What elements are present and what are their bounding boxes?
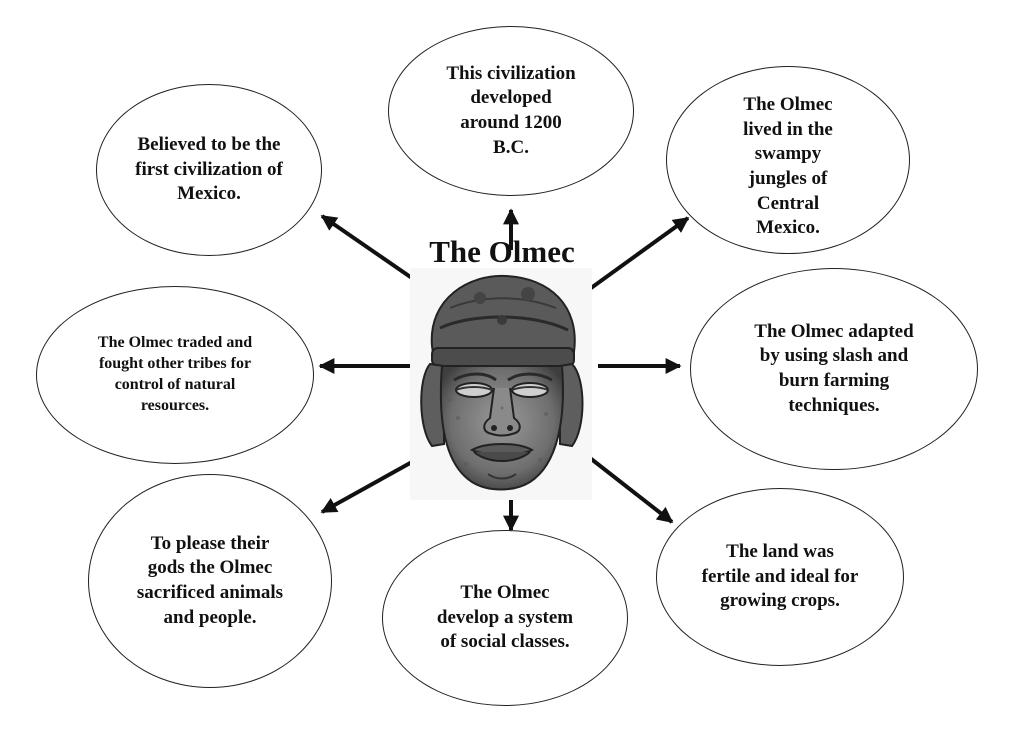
arrow-to-swampy-jungles — [578, 216, 690, 298]
olmec-head-image — [410, 268, 592, 500]
bubble-text: To please their gods the Olmec sacrifice… — [136, 532, 284, 628]
bubble-first-civilization: Believed to be the first civilization of… — [96, 84, 322, 256]
bubble-text: This civilization developed around 1200 … — [446, 62, 576, 158]
bubble-text: The Olmec adapted by using slash and bur… — [754, 320, 914, 416]
bubble-text: The Olmec develop a system of social cla… — [436, 581, 574, 653]
bubble-traded-fought: The Olmec traded and fought other tribes… — [36, 286, 314, 464]
bubble-fertile-land: The land was fertile and ideal for growi… — [656, 488, 904, 666]
bubble-social-classes: The Olmec develop a system of social cla… — [382, 530, 628, 706]
bubble-swampy-jungles: The Olmec lived in the swampy jungles of… — [666, 66, 910, 254]
olmec-colossal-head-icon — [420, 274, 584, 491]
bubble-text: The Olmec lived in the swampy jungles of… — [743, 93, 833, 239]
arrow-to-fertile-land — [588, 456, 674, 524]
bubble-text: The Olmec traded and fought other tribes… — [97, 334, 253, 414]
bubble-sacrifice: To please their gods the Olmec sacrifice… — [88, 474, 332, 688]
diagram-title: The Olmec — [429, 234, 575, 269]
bubble-text: The land was fertile and ideal for growi… — [701, 540, 859, 612]
bubble-slash-and-burn: The Olmec adapted by using slash and bur… — [690, 268, 978, 470]
bubble-developed-1200bc: This civilization developed around 1200 … — [388, 26, 634, 196]
bubble-text: Believed to be the first civilization of… — [135, 133, 283, 205]
